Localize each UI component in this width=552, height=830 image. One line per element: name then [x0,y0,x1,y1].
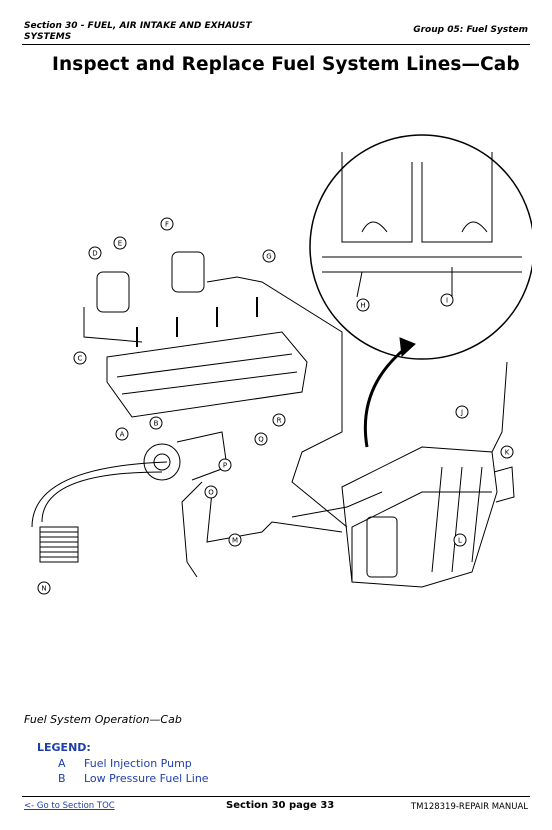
callout-d: D [88,246,102,260]
svg-text:Q: Q [258,436,264,444]
svg-text:D: D [92,250,97,258]
svg-text:N: N [41,585,46,593]
legend-letter: A [58,757,66,770]
legend-title: LEGEND: [37,741,91,754]
callout-g: G [262,249,276,263]
svg-text:M: M [232,537,238,545]
curved-arrow [363,345,408,448]
callout-c: C [73,351,87,365]
svg-text:H: H [360,302,365,310]
detail-magnifier [309,134,532,360]
legend-item: A Fuel Injection Pump [58,757,192,770]
callout-m: M [228,533,242,547]
header-divider [22,44,530,45]
svg-text:K: K [505,449,510,457]
manual-id: TM128319-REPAIR MANUAL [410,802,528,812]
callout-i: I [440,293,454,307]
callout-r: R [272,413,286,427]
svg-text:C: C [78,355,83,363]
svg-text:J: J [460,409,463,417]
callout-p: P [218,458,232,472]
callout-k: K [500,445,514,459]
svg-text:B: B [154,420,159,428]
page-number: Section 30 page 33 [226,800,335,811]
svg-text:P: P [223,462,227,470]
callout-h: H [356,298,370,312]
callout-n: N [37,581,51,595]
figure-caption: Fuel System Operation—Cab [24,713,182,726]
callout-a: A [115,427,129,441]
callout-l: L [453,533,467,547]
fuel-system-illustration: A B C D E F G H I J K L M N O P Q R [31,134,532,595]
legend-text: Low Pressure Fuel Line [84,772,209,785]
svg-text:I: I [446,297,448,305]
section-toc-link[interactable]: <- Go to Section TOC [24,801,115,811]
page-title: Inspect and Replace Fuel System Lines—Ca… [52,54,520,75]
callout-j: J [455,405,469,419]
footer-divider [22,796,530,797]
callout-b: B [149,416,163,430]
svg-text:R: R [277,417,282,425]
svg-text:G: G [266,253,271,261]
legend-text: Fuel Injection Pump [84,757,192,770]
callout-e: E [113,236,127,250]
svg-text:O: O [208,489,214,497]
header-group: Group 05: Fuel System [413,25,528,35]
legend-item: B Low Pressure Fuel Line [58,772,209,785]
callout-q: Q [254,432,268,446]
callout-f: F [160,217,174,231]
legend-letter: B [58,772,66,785]
callout-o: O [204,485,218,499]
svg-text:A: A [120,431,125,439]
svg-text:L: L [458,537,462,545]
header-section: Section 30 - FUEL, AIR INTAKE AND EXHAUS… [24,21,252,42]
svg-text:E: E [118,240,122,248]
svg-text:F: F [165,221,169,229]
